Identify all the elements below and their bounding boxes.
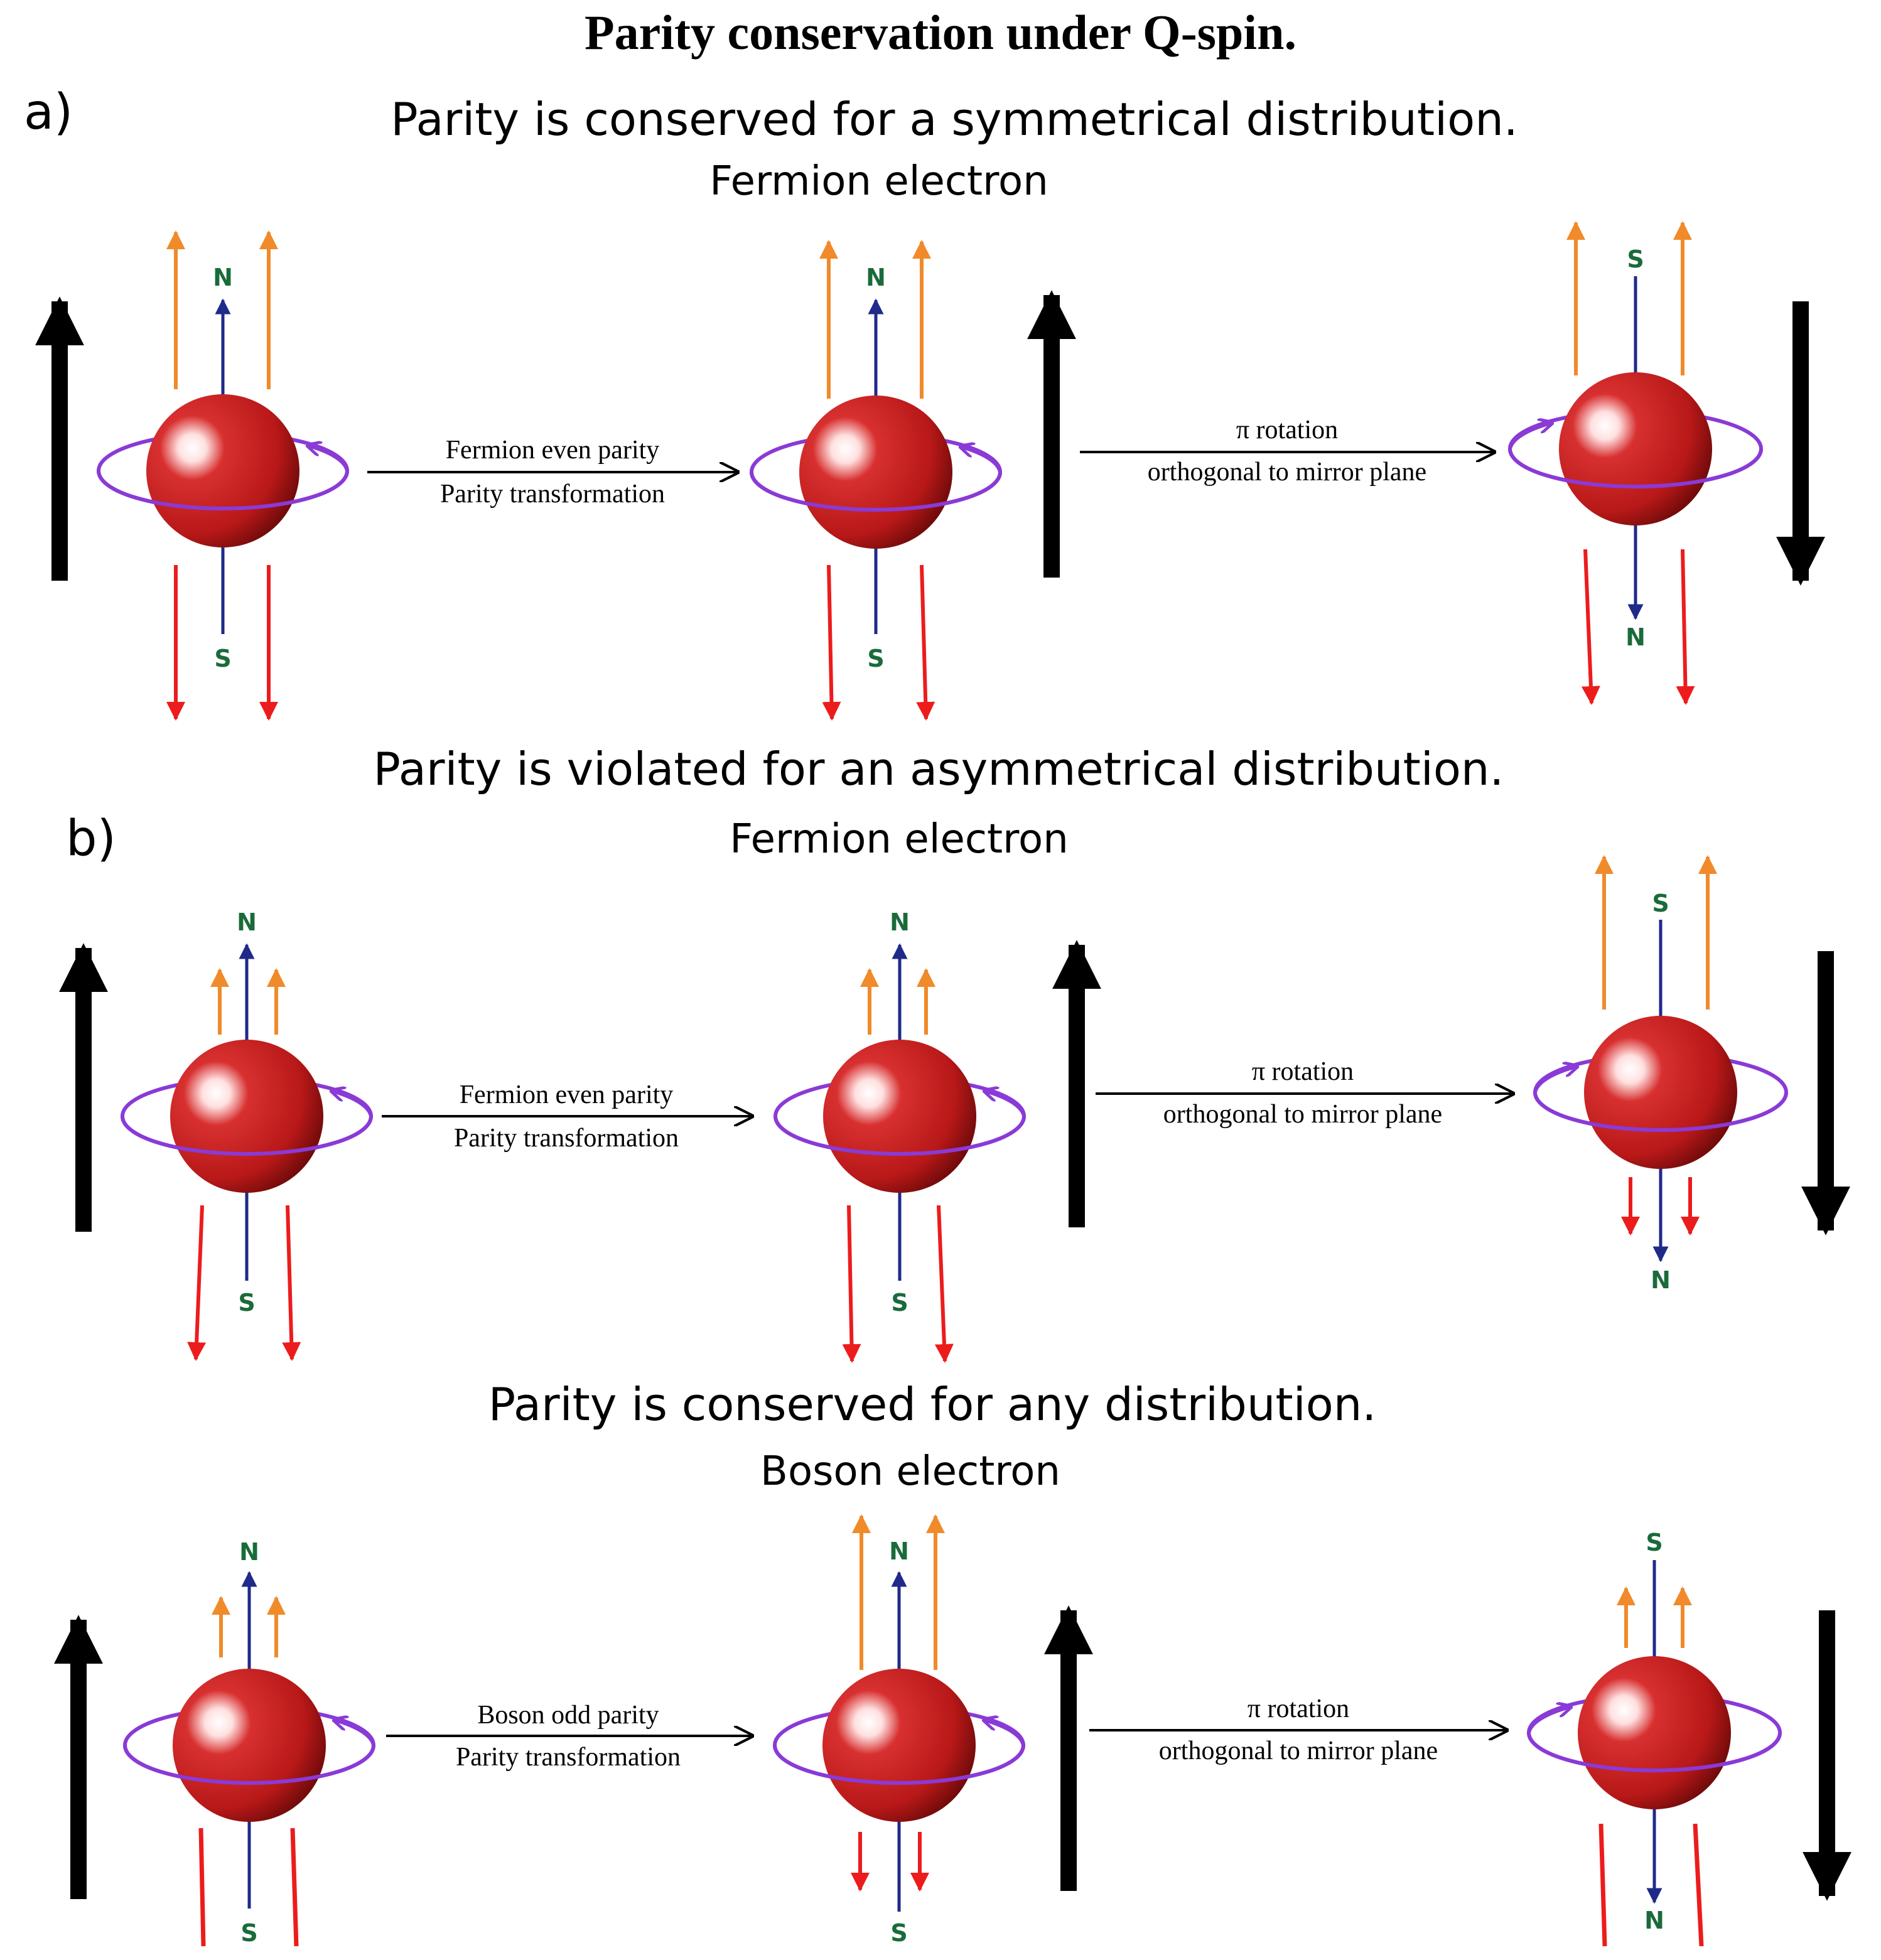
pole-label-top: N [866, 264, 886, 291]
pole-label-bottom: S [238, 1289, 255, 1317]
electron-particle-rotated: S N [1533, 855, 1788, 1294]
electron-particle: N S [773, 908, 1026, 1363]
electron-particle: N S [121, 908, 373, 1361]
pole-label-bottom: N [1625, 623, 1646, 651]
section-a-subheading: Fermion electron [709, 158, 1048, 205]
transform-arrow-1: Fermion even parity Parity transformatio… [367, 436, 738, 509]
pole-label-top: S [1627, 245, 1644, 273]
spin-direction-arrow [1533, 1067, 1576, 1093]
pole-label-top: N [890, 908, 910, 936]
field-arrow-red [934, 1205, 954, 1363]
pole-label-bottom: S [214, 645, 231, 672]
transform-line1: Fermion even parity [460, 1080, 674, 1109]
figure-title: Parity conservation under Q-spin. [585, 5, 1296, 60]
transform-line1: π rotation [1248, 1694, 1349, 1723]
spin-direction-arrow [962, 447, 1002, 473]
pole-label-top: S [1652, 890, 1669, 917]
section-c: Parity is conserved for any distribution… [54, 1378, 1851, 1947]
pole-label-bottom: S [867, 645, 884, 672]
section-b-subheading: Fermion electron [730, 816, 1069, 863]
transform-line1: Boson odd parity [477, 1701, 659, 1730]
transform-line1: π rotation [1252, 1057, 1354, 1086]
pole-label-top: N [889, 1537, 909, 1565]
electron-sphere [170, 1040, 323, 1193]
spin-orbit-front [97, 470, 349, 510]
transform-arrow-2: π rotation orthogonal to mirror plane [1080, 416, 1494, 487]
transform-line1: π rotation [1236, 416, 1338, 444]
electron-sphere [146, 394, 299, 547]
field-arrow-red [1581, 549, 1600, 705]
spin-orbit-front [1508, 448, 1763, 488]
pole-label-bottom: S [240, 1919, 257, 1947]
electron-sphere [799, 396, 952, 549]
spin-direction-arrow [309, 446, 349, 471]
spin-orbit-front [773, 1745, 1025, 1785]
transform-arrow-1: Boson odd parity Parity transformation [386, 1701, 752, 1772]
section-a-heading: Parity is conserved for a symmetrical di… [391, 93, 1517, 146]
electron-sphere [1584, 1016, 1737, 1169]
spin-direction-arrow [335, 1720, 375, 1746]
transform-line2: Parity transformation [456, 1743, 681, 1772]
transform-line2: Parity transformation [440, 480, 665, 509]
field-line-red [290, 1828, 299, 1947]
transform-line2: orthogonal to mirror plane [1163, 1100, 1442, 1129]
pole-label-top: N [237, 908, 257, 936]
boson-particle: N S [773, 1514, 1025, 1947]
boson-particle: N S [123, 1538, 375, 1947]
section-b-heading: Parity is violated for an asymmetrical d… [374, 743, 1504, 795]
pole-label-top: S [1646, 1529, 1663, 1556]
field-arrow-red [916, 564, 935, 721]
section-a: a) Parity is conserved for a symmetrical… [24, 84, 1825, 721]
electron-particle: N S [97, 230, 349, 721]
transform-line2: Parity transformation [454, 1124, 679, 1153]
spin-direction-arrow [1508, 423, 1551, 450]
electron-sphere [1559, 372, 1712, 525]
section-c-subheading: Boson electron [760, 1448, 1060, 1495]
electron-sphere [822, 1669, 976, 1822]
pole-label-bottom: S [891, 1289, 908, 1317]
transform-line2: orthogonal to mirror plane [1159, 1737, 1438, 1765]
pole-label-bottom: N [1651, 1266, 1671, 1294]
pole-label-bottom: S [890, 1919, 907, 1947]
pole-label-top: N [239, 1538, 259, 1566]
electron-sphere [173, 1669, 326, 1822]
section-b-letter: b) [66, 810, 116, 867]
field-line-red [1598, 1823, 1607, 1947]
transform-arrow-2: π rotation orthogonal to mirror plane [1096, 1057, 1513, 1129]
pole-label-top: N [213, 264, 233, 291]
pole-label-bottom: N [1644, 1907, 1664, 1934]
electron-sphere [1578, 1656, 1731, 1809]
field-arrow-red [1676, 549, 1695, 705]
boson-particle-rotated: S N [1527, 1529, 1782, 1947]
spin-direction-arrow [1527, 1707, 1570, 1733]
spin-orbit-front [123, 1745, 375, 1785]
field-arrow-red [842, 1205, 861, 1363]
section-a-letter: a) [24, 84, 73, 141]
spin-direction-arrow [333, 1091, 373, 1117]
spin-orbit-front [773, 1116, 1026, 1156]
electron-particle: N S [750, 240, 1002, 721]
spin-orbit-front [1527, 1732, 1782, 1772]
field-line-red [1693, 1823, 1704, 1947]
transform-line1: Fermion even parity [446, 436, 660, 465]
field-arrow-red [822, 564, 841, 721]
spin-orbit-front [1533, 1092, 1788, 1132]
spin-orbit-front [121, 1116, 373, 1156]
transform-arrow-1: Fermion even parity Parity transformatio… [382, 1080, 752, 1153]
spin-orbit-front [750, 471, 1002, 512]
field-line-red [198, 1828, 206, 1947]
electron-sphere [823, 1040, 976, 1193]
spin-direction-arrow [985, 1720, 1025, 1746]
section-c-heading: Parity is conserved for any distribution… [488, 1378, 1377, 1431]
electron-particle-rotated: S N [1508, 221, 1763, 705]
field-arrow-red [187, 1205, 207, 1361]
spin-direction-arrow [986, 1091, 1026, 1117]
field-arrow-red [282, 1205, 301, 1361]
transform-arrow-2: π rotation orthogonal to mirror plane [1089, 1694, 1507, 1765]
section-b: Parity is violated for an asymmetrical d… [59, 743, 1850, 1363]
transform-line2: orthogonal to mirror plane [1148, 458, 1426, 487]
